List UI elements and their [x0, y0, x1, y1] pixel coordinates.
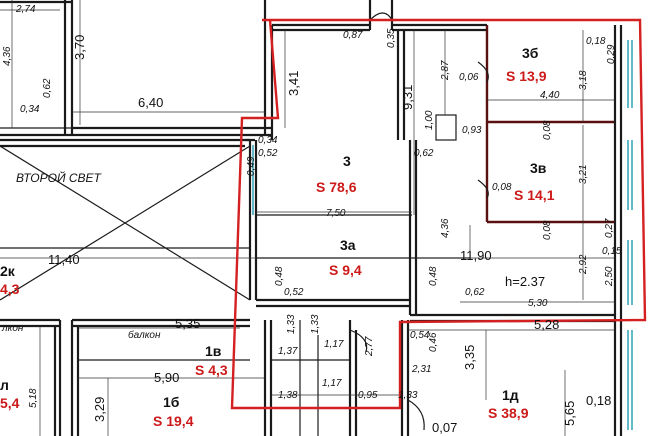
- dimension-texts: 2,74 3,70 4,36 0,62 0,34 6,40 3,41 0,87 …: [2, 4, 622, 435]
- room-1b-area: S 19,4: [153, 413, 194, 429]
- room-2k-label: 2к: [0, 263, 16, 279]
- dim: 3,70: [72, 35, 87, 60]
- dim: 5,18: [28, 388, 39, 408]
- dim: 1,17: [322, 378, 342, 389]
- dim: 0,49: [246, 156, 257, 176]
- dim: 2,31: [411, 364, 431, 375]
- room-1d-label: 1д: [502, 387, 519, 403]
- room-3-label: 3: [343, 153, 351, 169]
- walls: [0, 0, 633, 436]
- dim: 0,54: [410, 330, 430, 341]
- highlight-outline: [230, 18, 647, 410]
- room-1d-area: S 38,9: [488, 405, 529, 421]
- dim: 4,40: [540, 90, 560, 101]
- dim: 0,18: [586, 393, 611, 408]
- dim: 1,38: [278, 390, 298, 401]
- room-3-area: S 78,6: [316, 179, 357, 195]
- room-1b-label: 1б: [163, 394, 180, 410]
- dim: 6,40: [138, 95, 163, 110]
- second-light-label: ВТОРОЙ СВЕТ: [16, 169, 103, 185]
- room-3a-area: S 9,4: [329, 262, 362, 278]
- dim: 0,48: [428, 266, 439, 286]
- dim: 0,08: [492, 182, 512, 193]
- balcony-label: балкон: [128, 329, 161, 341]
- dim: 1,00: [424, 110, 435, 130]
- dim: 0,34: [20, 104, 40, 115]
- dim: 2,74: [15, 4, 36, 15]
- dim: 0,95: [358, 390, 378, 401]
- room-3b-area: S 13,9: [506, 68, 547, 84]
- dim: 3,29: [92, 397, 107, 422]
- dim: 2,87: [440, 60, 451, 81]
- dim: 11,90: [460, 248, 492, 263]
- dim: 1,33: [398, 390, 418, 401]
- room-labels: 3 S 78,6 3б S 13,9 3в S 14,1 3а S 9,4 1в…: [0, 45, 555, 429]
- dim: 0,62: [465, 287, 485, 298]
- dim: 2,50: [604, 266, 615, 287]
- dim: 11,40: [48, 252, 80, 267]
- dim: 0,34: [258, 135, 278, 146]
- dimension-lines: [0, 0, 615, 436]
- dim: 0,52: [258, 148, 278, 159]
- dim: 5,65: [562, 401, 577, 426]
- dim: 3,41: [286, 71, 301, 96]
- room-3b-label: 3б: [522, 45, 539, 61]
- dim: 3,18: [578, 70, 589, 90]
- balcony-left-label: лкон: [1, 323, 24, 334]
- room-1l-label: л: [0, 377, 9, 393]
- dim: 1,33: [286, 314, 297, 334]
- dim: 0,06: [459, 72, 479, 83]
- dim: 0,93: [462, 125, 482, 136]
- dim: 0,29: [606, 44, 617, 64]
- dim: 0,35: [386, 28, 397, 48]
- dim: 2,77: [364, 336, 375, 357]
- dim: 5,30: [528, 298, 548, 309]
- room-1l-area: 5,4: [0, 395, 20, 411]
- room-1v-area: S 4,3: [195, 362, 228, 378]
- dim: 1,17: [324, 339, 344, 350]
- room-3a-label: 3а: [340, 237, 356, 253]
- room-1v-label: 1в: [205, 343, 222, 359]
- dim: 9,31: [400, 85, 415, 110]
- dim: 1,37: [278, 346, 298, 357]
- dim: 1,33: [310, 314, 321, 334]
- dim: 0,46: [428, 332, 439, 352]
- dim: 7,50: [326, 208, 346, 219]
- dim: 0,27: [604, 218, 615, 238]
- room-3v-area: S 14,1: [514, 187, 555, 203]
- dim: 0,62: [42, 78, 53, 98]
- dim: 0,08: [542, 120, 553, 140]
- dim: 5,28: [534, 317, 559, 332]
- dim: 0,15: [602, 246, 622, 257]
- dim: 0,48: [274, 266, 285, 286]
- dim: 0,08: [542, 220, 553, 240]
- dim: 5,90: [154, 370, 179, 385]
- room-3v-label: 3в: [530, 160, 547, 176]
- room-2k-area: 4,3: [0, 281, 20, 297]
- dim: 2,92: [578, 254, 589, 275]
- dim: 0,18: [586, 36, 606, 47]
- dim: 5,35: [175, 316, 200, 331]
- dim: 4,36: [2, 46, 13, 66]
- height-label: h=2.37: [505, 274, 545, 289]
- dim: 0,07: [432, 420, 457, 435]
- dim: 3,35: [462, 345, 477, 370]
- dim: 4,36: [440, 218, 451, 238]
- dim: 0,52: [284, 287, 304, 298]
- dim: 0,87: [343, 30, 363, 41]
- dim: 0,62: [414, 148, 434, 159]
- dim: 3,21: [578, 165, 589, 184]
